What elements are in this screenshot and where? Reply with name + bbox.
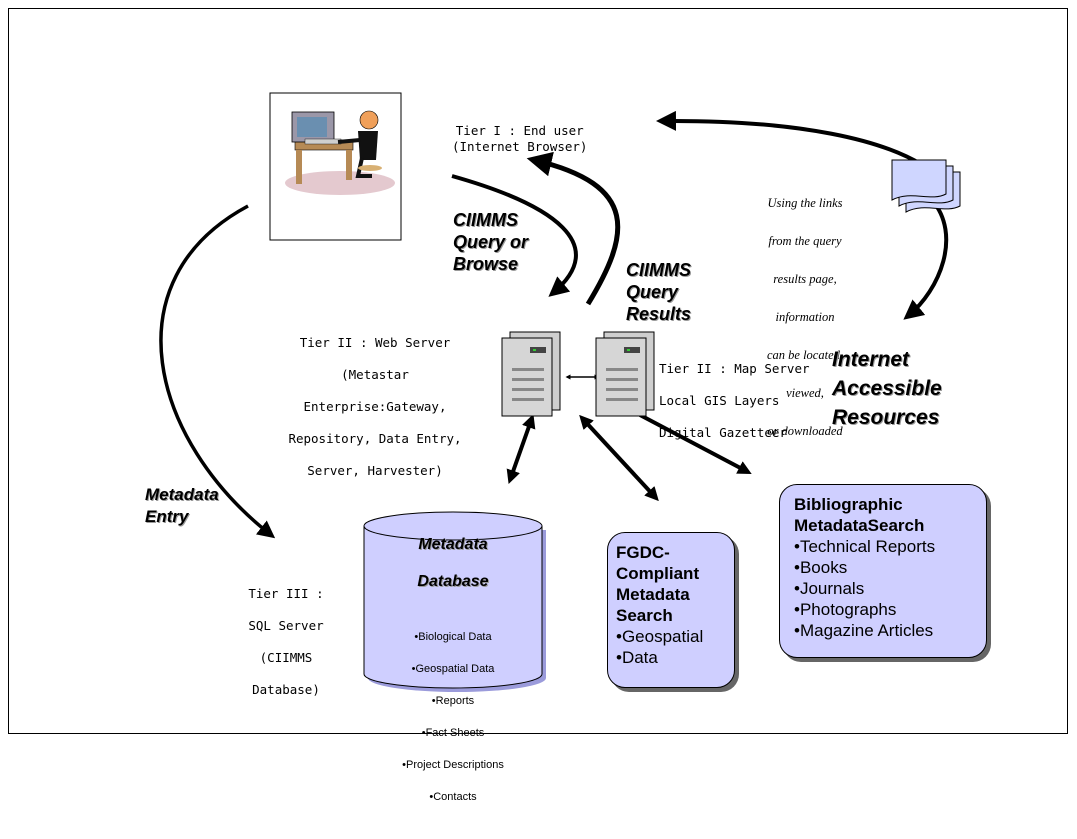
fgdc-item: Geospatial [616,626,726,647]
tier1-label: Tier I : End user (Internet Browser) [452,123,587,155]
fgdc-search-box: FGDC- Compliant Metadata Search Geospati… [607,532,735,688]
biblio-title-line: MetadataSearch [794,516,925,535]
metadata-db-title: Database [417,573,489,590]
tier3-line: Database) [252,682,320,697]
results-line: Query [626,282,679,302]
metadata-db-item: Geospatial Data [366,661,540,677]
metadata-db-item: Fact Sheets [366,725,540,741]
tier1-line: Tier I : End user [455,123,584,138]
metadata-db-title: Metadata [418,536,488,553]
tier2-web-line: (Metastar [341,367,409,382]
documents-icon [891,159,961,213]
metadata-db-item: Project Descriptions [366,757,540,773]
links-to-resources-arrow [903,198,949,320]
bibliographic-search-box: Bibliographic MetadataSearch Technical R… [779,484,987,658]
biblio-title: Bibliographic MetadataSearch [794,494,972,536]
links-note-line: results page, [773,272,837,286]
metadata-entry-label: Metadata Entry [145,484,219,528]
links-note: Using the links from the query results p… [735,175,875,460]
server-fgdc-arrow [579,414,659,502]
fgdc-list: Geospatial Data [616,626,726,668]
internet-resources-label: Internet Accessible Resources [832,345,942,432]
server-biblio-arrow [639,413,752,474]
metadata-db-list: Biological Data Geospatial Data Reports … [366,613,540,821]
links-note-line: viewed, [786,386,824,400]
tier1-line: (Internet Browser) [452,139,588,154]
links-note-line: from the query [768,234,842,248]
resources-line: Internet [832,348,910,371]
biblio-title-line: Bibliographic [794,495,903,514]
results-line: CIIMMS [626,260,691,280]
query-arrow [451,174,578,297]
links-note-line: can be located, [766,348,843,362]
tier2-map-server-label: Tier II : Map Server Local GIS Layers Di… [659,345,810,457]
results-line: Results [626,304,692,324]
biblio-item: Journals [794,578,972,599]
resources-line: Resources [832,406,940,429]
results-arrow [526,151,621,306]
server-icon [595,331,655,417]
query-results-label: CIIMMS Query Results [626,259,691,325]
tier2-map-line: Tier II : Map Server [659,361,810,376]
biblio-list: Technical Reports Books Journals Photogr… [794,536,972,641]
fgdc-title-line: Compliant [616,564,700,583]
metadata-db-item: Reports [366,693,540,709]
metadata-entry-line: Metadata [145,485,219,504]
query-line: Query or [453,232,529,252]
tier3-line: Tier III : [248,586,324,601]
metadata-database-cylinder [363,511,546,692]
query-line: Browse [453,254,519,274]
tier2-web-line: Enterprise:Gateway, [303,399,447,414]
computer-user-icon [269,92,402,241]
tier2-web-line: Server, Harvester) [307,463,443,478]
metadata-database: Metadata Database Biological Data Geospa… [366,517,540,839]
fgdc-title-line: FGDC- [616,543,670,562]
metadata-db-item: Biological Data [366,629,540,645]
biblio-item: Magazine Articles [794,620,972,641]
tier2-web-line: Repository, Data Entry, [288,431,462,446]
tier3-line: (CIIMMS [259,650,313,665]
query-line: CIIMMS [453,210,518,230]
links-note-line: information [775,310,835,324]
fgdc-title: FGDC- Compliant Metadata Search [616,542,726,626]
links-note-line: or downloaded [767,424,843,438]
tier2-web-line: Tier II : Web Server [299,335,451,350]
arrow-layer [159,92,961,692]
server-icon [501,331,561,417]
tier3-line: SQL Server [248,618,324,633]
metadata-db-item: Contacts [366,789,540,805]
server-db-arrow [506,414,536,484]
tier2-map-line: Local GIS Layers [659,393,780,408]
links-note-line: Using the links [767,196,843,210]
tier3-label: Tier III : SQL Server (CIIMMS Database) [238,570,334,714]
biblio-item: Books [794,557,972,578]
metadata-entry-line: Entry [145,507,189,526]
biblio-item: Photographs [794,599,972,620]
metadata-entry-arrow [159,204,276,539]
tier2-map-line: Digital Gazetteer [659,425,787,440]
biblio-item: Technical Reports [794,536,972,557]
resources-line: Accessible [832,377,942,400]
query-browse-label: CIIMMS Query or Browse [453,209,528,275]
fgdc-title-line: Metadata [616,585,690,604]
fgdc-title-line: Search [616,606,673,625]
fgdc-item: Data [616,647,726,668]
tier2-web-server-label: Tier II : Web Server (Metastar Enterpris… [270,319,480,495]
